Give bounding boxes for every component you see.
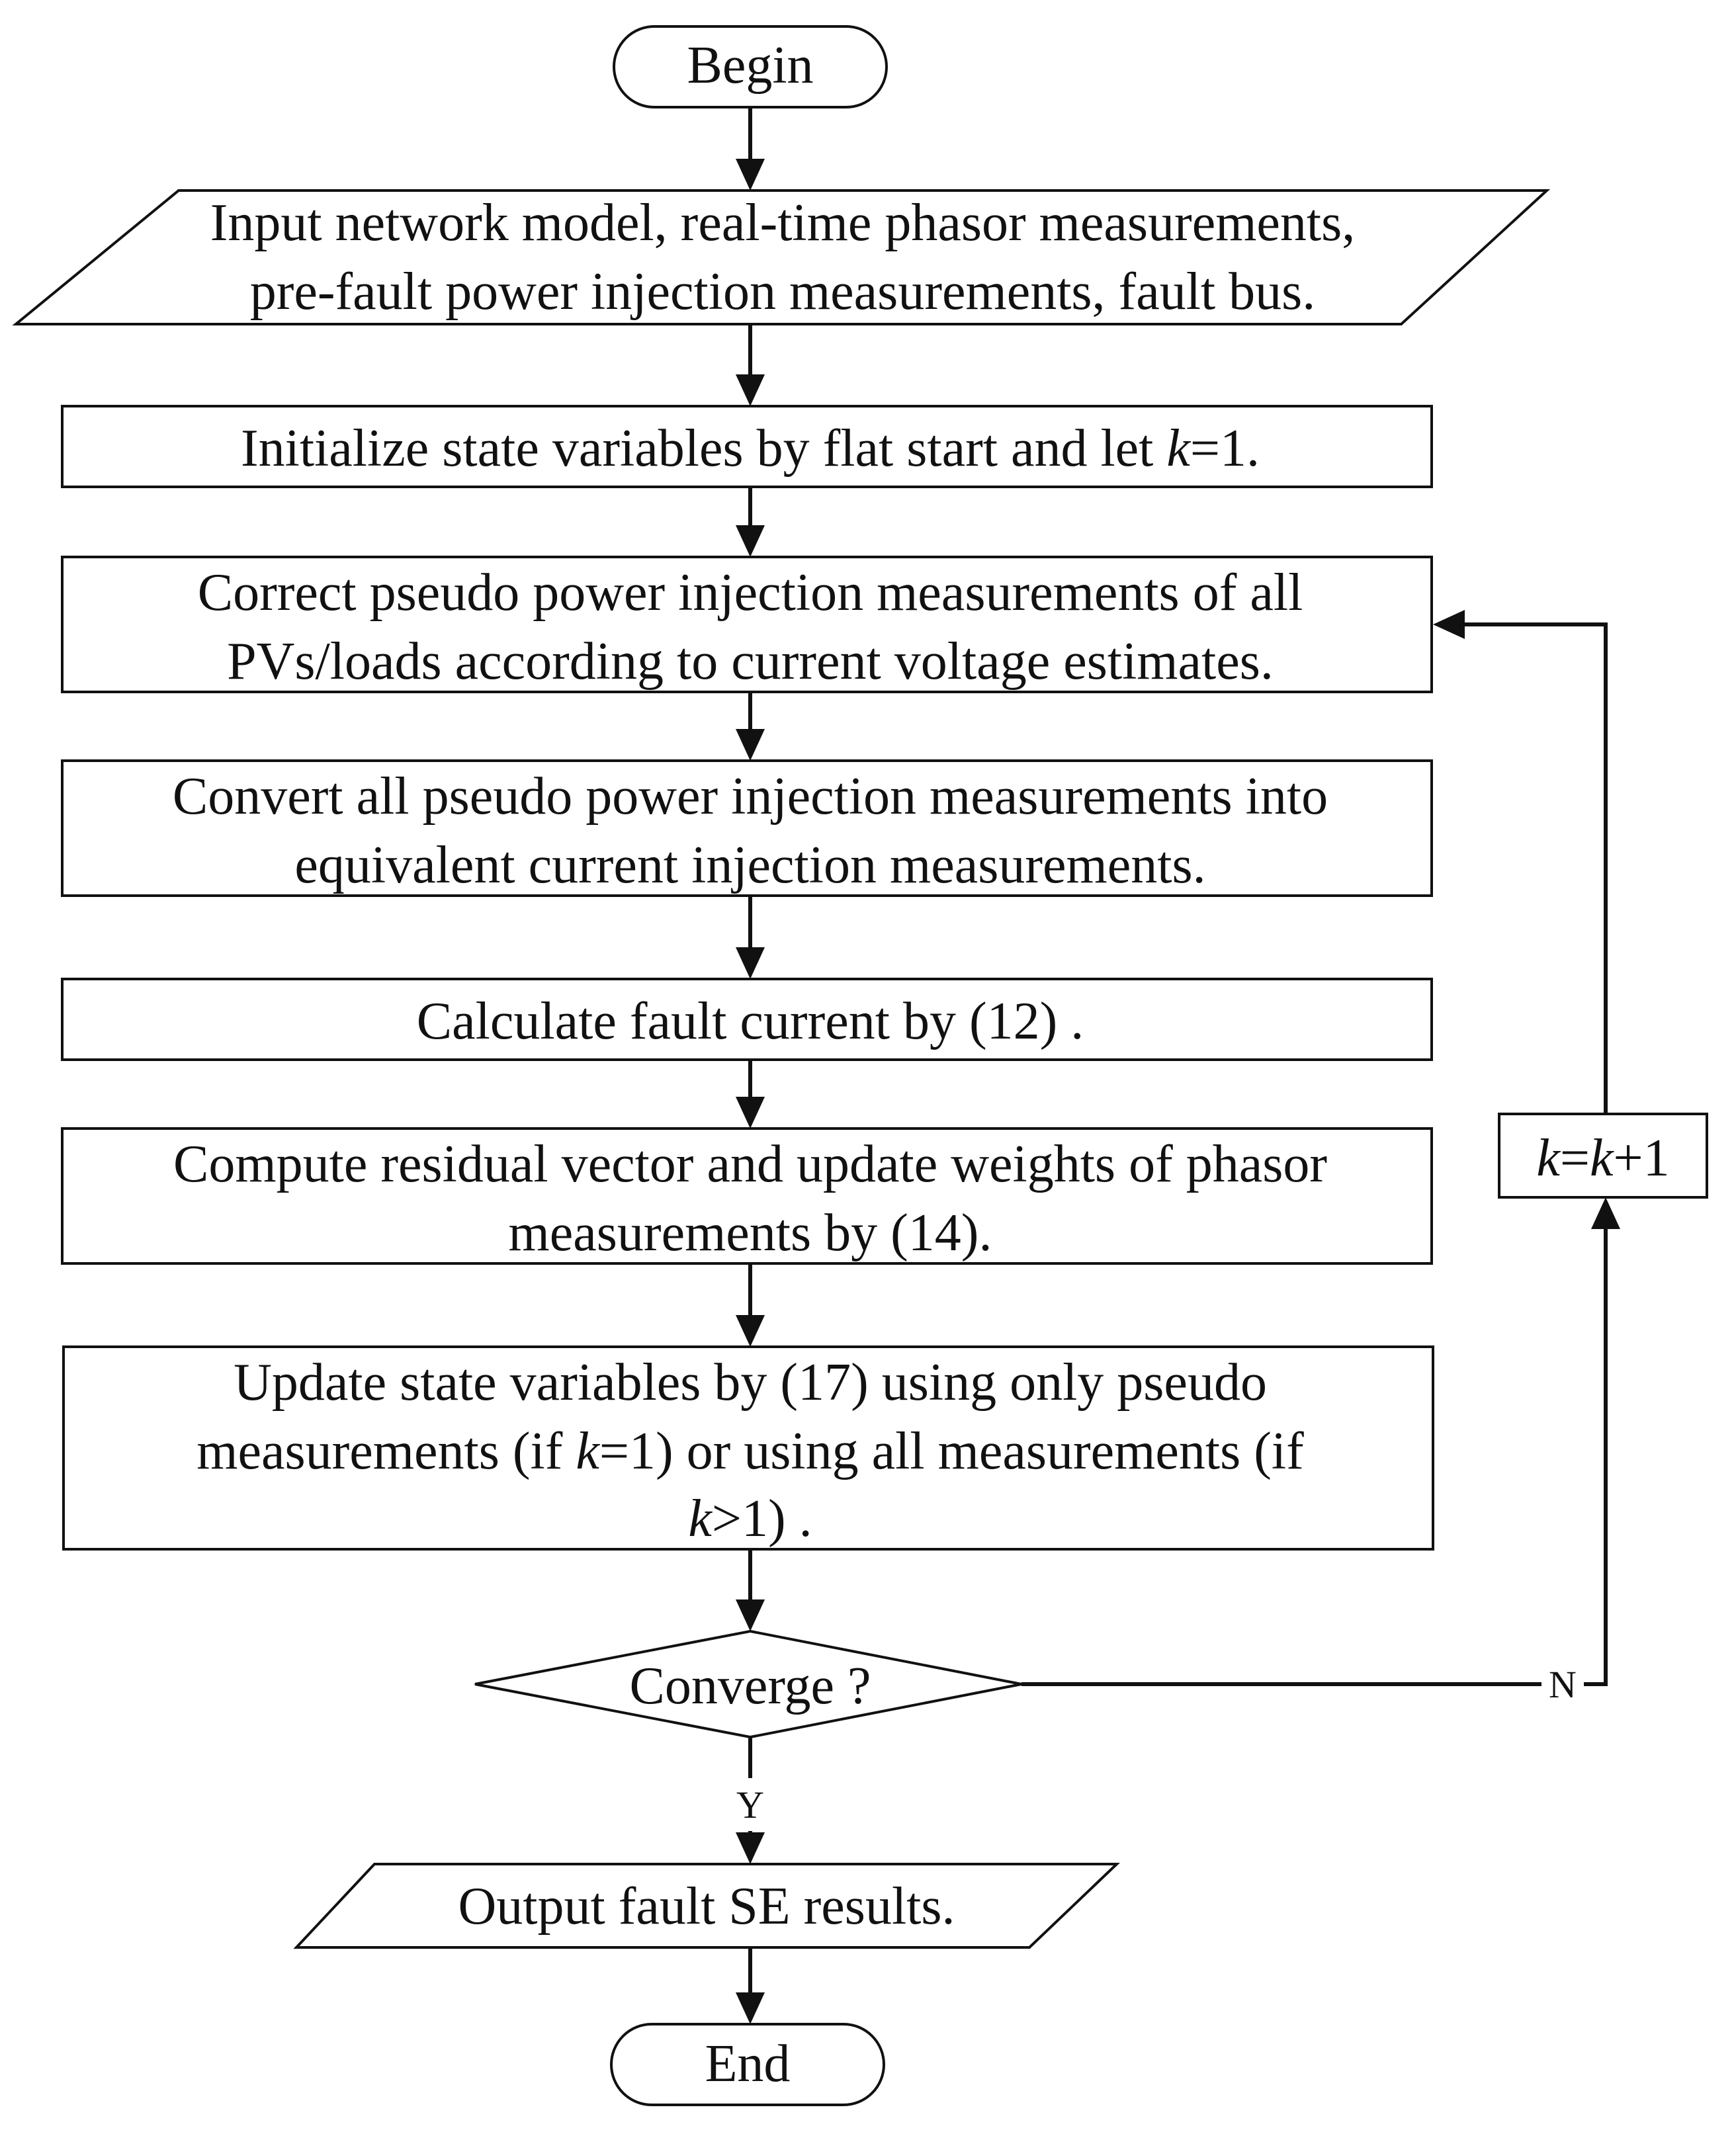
begin-label: Begin — [687, 36, 813, 95]
convert-line-1: Convert all pseudo power injection measu… — [173, 767, 1328, 826]
convert-line-2: equivalent current injection measurement… — [294, 836, 1205, 894]
end-terminator — [610, 2023, 885, 2106]
end-label: End — [705, 2035, 791, 2093]
residual-line-2: measurements by (14). — [509, 1204, 992, 1262]
arrowhead-begin-input — [736, 159, 765, 191]
initialize-box — [61, 405, 1433, 488]
arrowhead-residual-update — [736, 1315, 765, 1347]
initialize-text: Initialize state variables by flat start… — [241, 419, 1260, 478]
update-line-2: measurements (if k=1) or using all measu… — [196, 1422, 1304, 1480]
no-label: N — [1549, 1663, 1577, 1706]
increment-var-1: k — [1536, 1129, 1561, 1187]
input-line-2: pre-fault power injection measurements, … — [250, 263, 1316, 321]
input-line-1: Input network model, real-time phasor me… — [210, 194, 1356, 252]
increment-post: +1 — [1614, 1129, 1670, 1187]
arrowhead-input-initialize — [736, 374, 765, 406]
initialize-text-var: k — [1166, 419, 1191, 478]
increment-var-2: k — [1590, 1129, 1614, 1187]
yes-label: Y — [736, 1783, 764, 1826]
input-parallelogram — [12, 189, 1551, 325]
update-line-3-post: >1) . — [712, 1490, 812, 1548]
arrowhead-update-decision — [736, 1599, 765, 1631]
update-line-2-pre: measurements (if — [196, 1422, 576, 1480]
arrowhead-convert-fault — [736, 947, 765, 979]
increment-box — [1498, 1113, 1708, 1199]
initialize-text-post: =1. — [1190, 419, 1260, 478]
arrowhead-decision-output — [736, 1832, 765, 1864]
initialize-text-pre: Initialize state variables by flat start… — [241, 419, 1166, 478]
residual-box — [61, 1127, 1433, 1265]
arrowhead-no-increment — [1591, 1197, 1620, 1229]
update-box — [62, 1345, 1434, 1551]
update-line-2-var: k — [576, 1422, 600, 1480]
update-line-3: k>1) . — [688, 1490, 812, 1548]
arrowhead-fault-residual — [736, 1097, 765, 1129]
update-line-2-post: =1) or using all measurements (if — [599, 1422, 1304, 1480]
convert-box — [61, 759, 1433, 897]
output-parallelogram — [293, 1863, 1120, 1949]
update-line-1: Update state variables by (17) using onl… — [234, 1353, 1267, 1412]
fault-current-box — [61, 978, 1433, 1061]
correct-line-1: Correct pseudo power injection measureme… — [198, 564, 1303, 622]
converge-label: Converge ? — [629, 1657, 871, 1715]
update-line-3-var: k — [688, 1490, 713, 1548]
arrowhead-correct-convert — [736, 729, 765, 761]
fault-current-text: Calculate fault current by (12) . — [417, 992, 1084, 1050]
correct-line-2: PVs/loads according to current voltage e… — [227, 632, 1274, 691]
output-label: Output fault SE results. — [458, 1877, 955, 1936]
correct-box — [61, 556, 1433, 693]
arrowhead-output-end — [736, 1992, 765, 2024]
arrowhead-loop-correct — [1433, 610, 1465, 639]
arrowhead-initialize-correct — [736, 525, 765, 557]
residual-line-1: Compute residual vector and update weigh… — [173, 1135, 1327, 1193]
increment-eq: = — [1560, 1129, 1590, 1187]
increment-text: k=k+1 — [1536, 1129, 1669, 1187]
